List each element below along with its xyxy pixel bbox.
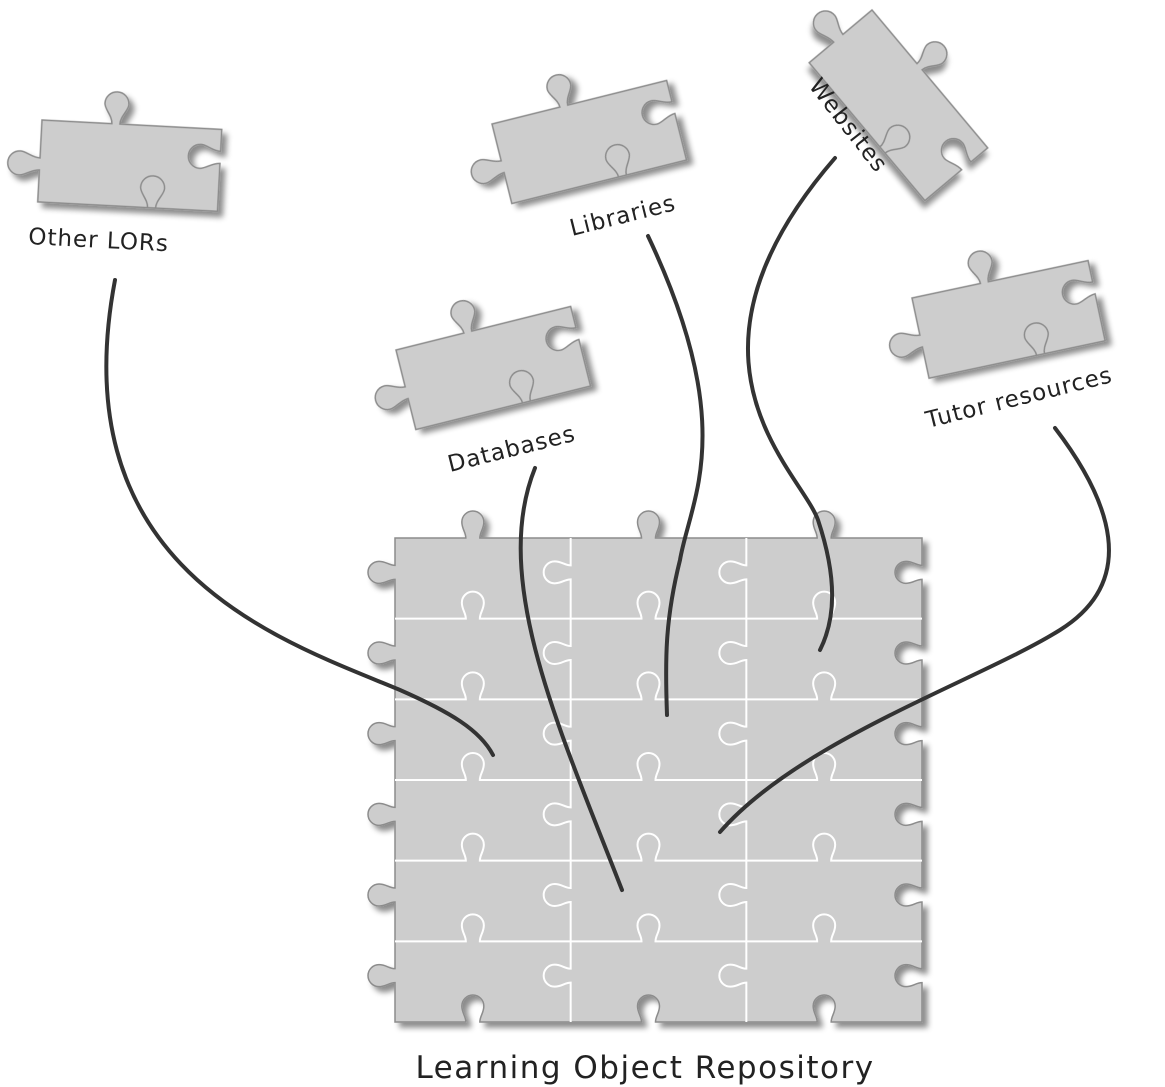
label-databases: Databases — [445, 421, 578, 478]
repository-board-outline — [367, 510, 923, 1023]
source-piece-tutor-resources — [873, 228, 1106, 386]
repository-seam — [395, 671, 922, 701]
repository-seam — [395, 590, 922, 620]
repository-piece-seams — [395, 538, 922, 1022]
repository-seam — [542, 538, 572, 1022]
repository-board — [367, 510, 923, 1023]
repository-seam — [395, 832, 922, 862]
repository-seam — [718, 538, 748, 1022]
diagram-title: Learning Object Repository — [415, 1050, 874, 1086]
label-libraries: Libraries — [567, 190, 678, 241]
source-piece-other-lors — [5, 85, 225, 213]
source-piece-libraries — [452, 48, 688, 213]
source-piece-databases — [356, 274, 592, 439]
connector-databases — [518, 466, 624, 892]
label-other-lors: Other LORs — [28, 224, 170, 257]
connector-websites — [746, 156, 837, 652]
connector-libraries — [646, 234, 705, 717]
connector-other-lors — [104, 278, 495, 757]
repository-seam — [395, 913, 922, 943]
repository-seam — [395, 752, 922, 781]
connector-tutor-resources — [718, 426, 1111, 834]
